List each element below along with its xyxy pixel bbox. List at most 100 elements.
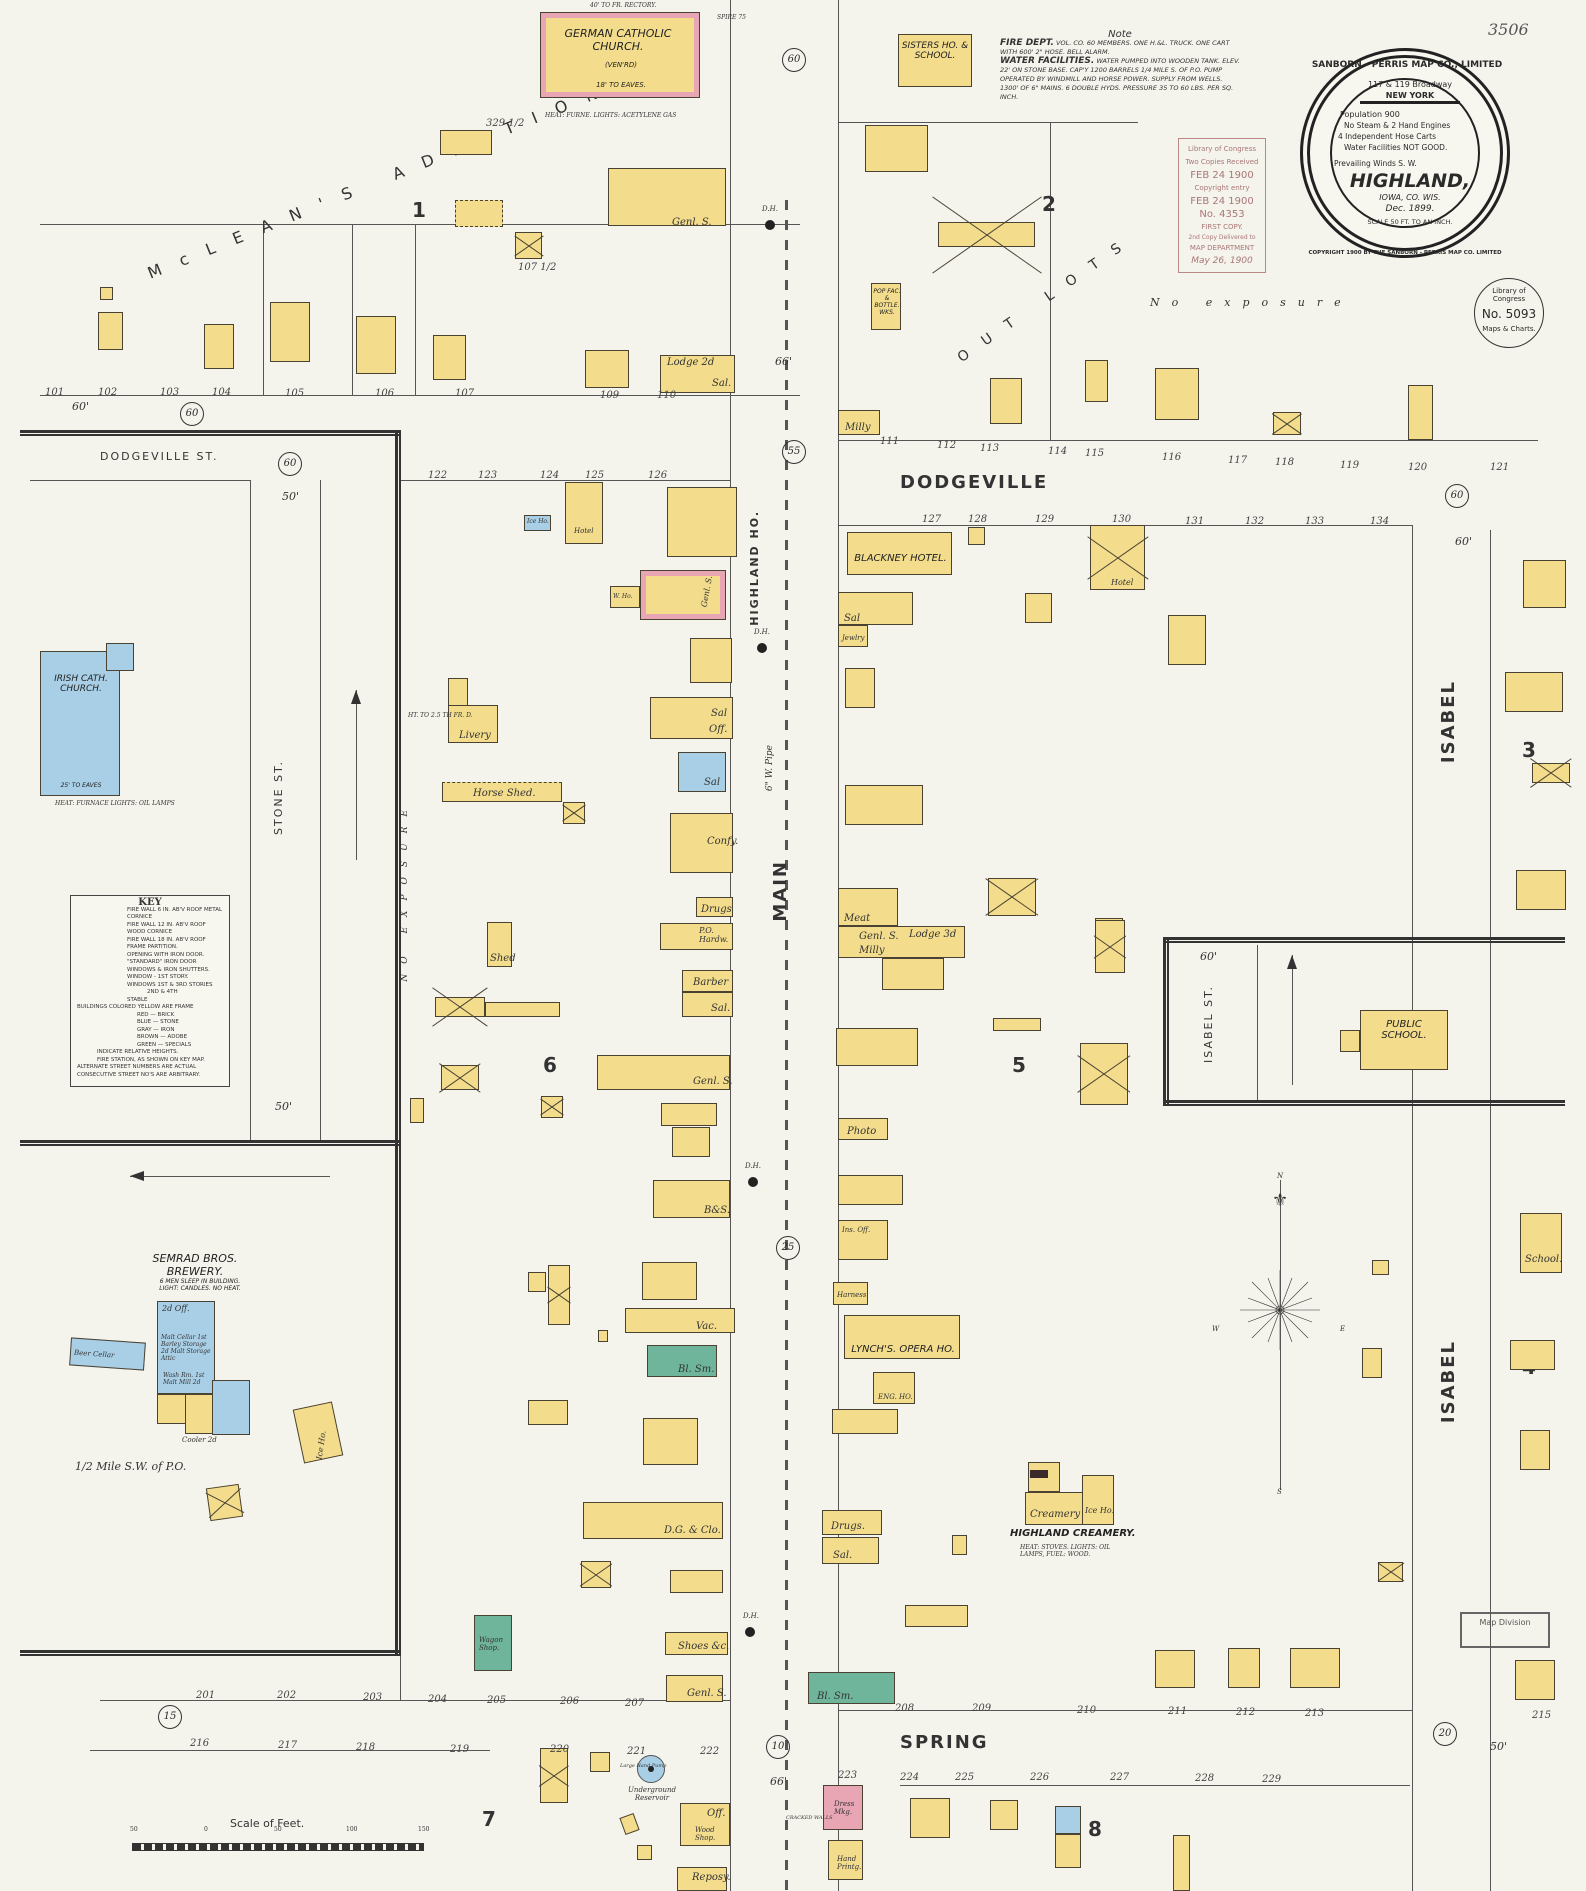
dress-making[interactable]: Dress Mkg. [823,1785,863,1830]
dwelling[interactable] [990,378,1022,424]
dwelling[interactable] [910,1798,950,1838]
school[interactable]: School. [1520,1213,1562,1273]
dwelling[interactable] [1523,560,1566,608]
dwelling[interactable] [845,668,875,708]
ice-house[interactable]: Ice Ho. [524,515,551,531]
building[interactable] [485,1002,560,1017]
hotel[interactable]: Hotel [1090,525,1145,590]
saloon[interactable]: Sal [838,592,913,625]
building[interactable] [528,1400,568,1425]
dwelling[interactable] [670,1570,723,1593]
dwelling[interactable] [1173,1835,1190,1891]
hand-printing[interactable]: Hand Printg. [828,1840,863,1880]
dwelling[interactable] [1290,1648,1340,1688]
dwelling[interactable] [690,638,732,683]
genl-store-lodge[interactable]: Genl. S. Lodge 3d Milly [838,926,965,958]
blackney-hotel[interactable]: BLACKNEY HOTEL. [847,532,952,575]
public-school[interactable]: PUBLIC SCHOOL. [1360,1010,1448,1070]
stable[interactable] [548,1265,570,1325]
saloon[interactable]: Sal. [682,992,733,1017]
agricultural-implements[interactable] [905,1605,968,1627]
dwelling[interactable] [1085,360,1108,402]
harness-shop[interactable]: Harness [833,1282,868,1305]
dwelling[interactable] [433,335,466,380]
lynchs-opera-house[interactable]: LYNCH'S. OPERA HO. [844,1315,960,1359]
sisters-school[interactable]: SISTERS HO. & SCHOOL. [898,34,972,87]
dwelling[interactable] [1155,368,1199,420]
wood-shop[interactable]: Off. Wood Shop. [680,1803,730,1846]
dwelling[interactable] [1510,1340,1555,1370]
stable[interactable] [1273,412,1301,435]
dwelling[interactable] [882,958,944,990]
blacksmith[interactable]: Bl. Sm. [808,1672,895,1704]
stable[interactable] [1095,920,1125,973]
dwelling[interactable] [1228,1648,1260,1688]
dwelling[interactable] [204,324,234,369]
dwelling[interactable] [1520,1430,1550,1470]
creamery-ice-house[interactable]: Ice Ho. [1082,1475,1114,1525]
dwelling[interactable] [1515,1660,1555,1700]
brewery-main[interactable]: 2d Off. Malt Cellar 1st Barley Storage 2… [157,1301,215,1394]
dwelling[interactable] [836,1028,918,1066]
outbuilding[interactable] [1372,1260,1389,1275]
dwelling[interactable] [1516,870,1566,910]
dwelling[interactable] [1155,1650,1195,1688]
hotel[interactable]: Hotel [565,482,603,544]
vend-genl-store[interactable]: Genl. S. [640,570,726,620]
dwelling[interactable] [865,125,928,172]
stable[interactable] [563,802,585,824]
brewery-engine[interactable] [212,1380,250,1435]
irish-catholic-church[interactable]: IRISH CATH. CHURCH. 25' TO EAVES [40,651,120,796]
drugs[interactable]: Drugs. [822,1510,882,1535]
millinery[interactable] [838,410,880,435]
saloon[interactable]: Sal [678,752,726,792]
building[interactable] [455,200,503,227]
dwelling[interactable] [845,785,923,825]
outbuilding[interactable] [410,1098,424,1123]
dwelling[interactable] [585,350,629,388]
shed[interactable]: Shed [487,922,516,967]
stable[interactable] [1532,763,1570,783]
dwelling[interactable] [356,316,396,374]
building[interactable] [993,1018,1041,1031]
lodge-saloon[interactable] [660,355,735,393]
dwelling[interactable] [440,130,492,155]
jewelry[interactable]: Jewlry [838,625,868,647]
building[interactable] [1168,615,1206,665]
wash-house[interactable]: W. Ho. [610,586,640,608]
ice-ho-saloon[interactable]: Sal Off. [650,697,733,739]
brewery-cooler[interactable] [185,1394,213,1434]
creamery[interactable]: Creamery [1025,1492,1085,1525]
insurance-office[interactable]: Ins. Off. [838,1220,888,1260]
saloon[interactable]: Sal. [822,1537,879,1564]
meat-market[interactable]: Meat [838,888,898,926]
shoes-store[interactable]: Shoes &c. [665,1632,729,1655]
dwelling[interactable] [643,1418,698,1465]
stable[interactable] [581,1561,611,1588]
building[interactable] [667,487,737,557]
repository[interactable]: Reposy. [677,1867,731,1891]
stable[interactable] [435,997,485,1017]
church-vestibule[interactable] [106,643,134,671]
dwelling[interactable] [1505,672,1563,712]
dwelling[interactable] [990,1800,1018,1830]
genl-store[interactable]: Genl. S. [597,1055,733,1090]
dwelling[interactable] [832,1409,898,1434]
brewery-ice-house[interactable]: Ice Ho. [292,1401,344,1464]
outbuilding[interactable] [100,287,113,300]
dwelling[interactable] [661,1103,717,1126]
stable[interactable] [938,222,1035,247]
stable[interactable] [1378,1562,1403,1582]
bs-shop[interactable]: B&S. [653,1180,730,1218]
dwelling[interactable] [270,302,310,362]
genl-store[interactable]: Genl. S. [666,1675,727,1702]
post-office-hardware[interactable]: P.O. Hardw. [660,923,733,950]
stable[interactable] [541,1096,563,1118]
outbuilding[interactable] [590,1752,610,1772]
stable[interactable] [441,1065,479,1090]
outbuilding[interactable] [619,1812,640,1836]
confectionery[interactable]: Confy. [670,813,738,873]
outbuilding[interactable] [598,1330,608,1342]
engine-house[interactable]: ENG. HO. [873,1372,915,1404]
stable[interactable] [988,878,1036,916]
